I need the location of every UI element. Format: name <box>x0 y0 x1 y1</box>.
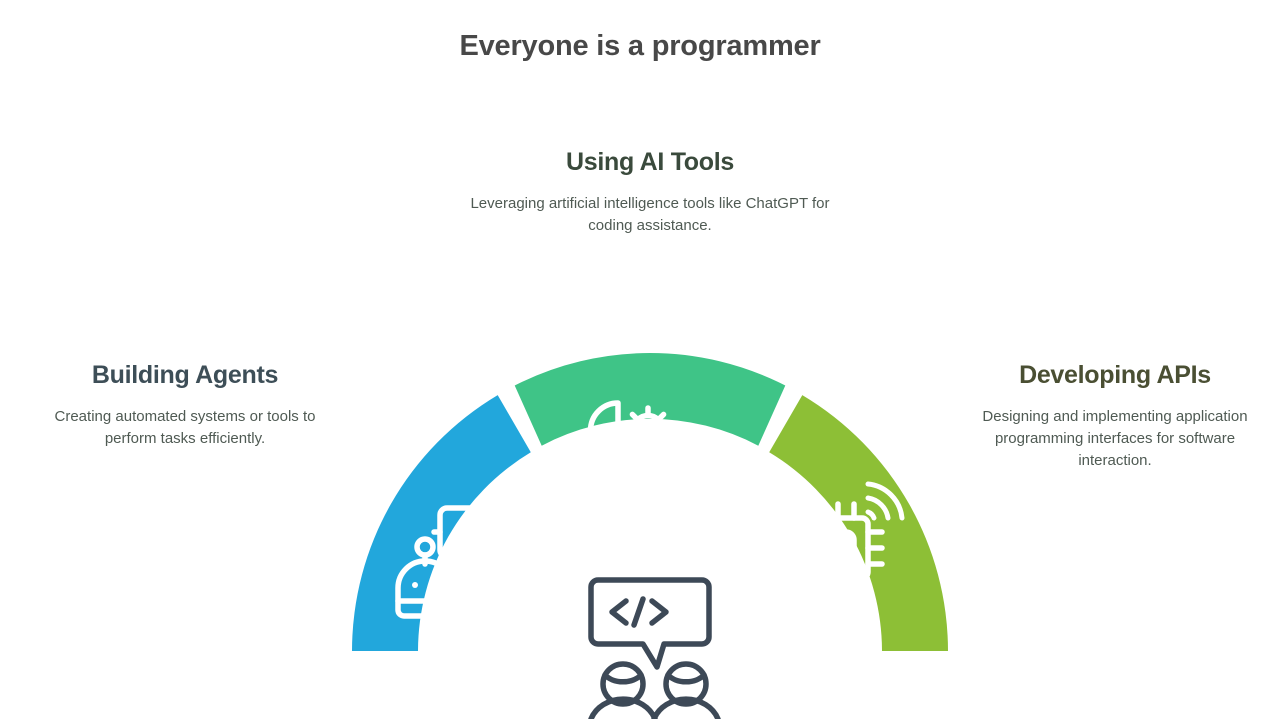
section-building-agents: Building Agents Creating automated syste… <box>30 361 340 450</box>
section-title-using-ai-tools: Using AI Tools <box>565 148 735 176</box>
section-description-using-ai-tools: Leveraging artificial intelligence tools… <box>470 195 830 234</box>
code-speech-bubble-people-icon <box>588 577 721 719</box>
semicircle-donut-diagram <box>330 340 970 719</box>
microchip-wireless-icon <box>791 481 905 595</box>
section-description-developing-apis: Designing and implementing application p… <box>982 408 1248 469</box>
section-description-building-agents: Creating automated systems or tools to p… <box>54 408 316 447</box>
segment-using-ai-tools[interactable] <box>514 353 786 446</box>
page-title: Everyone is a programmer <box>459 30 821 62</box>
section-using-ai-tools: Using AI Tools Leveraging artificial int… <box>450 148 850 237</box>
section-title-building-agents: Building Agents <box>91 361 279 389</box>
robot-panel-icon <box>395 505 516 619</box>
segment-developing-apis[interactable] <box>769 395 948 651</box>
section-developing-apis: Developing APIs Designing and implementi… <box>960 361 1270 472</box>
ai-head-gear-icon <box>571 400 673 524</box>
section-title-developing-apis: Developing APIs <box>1019 361 1211 389</box>
